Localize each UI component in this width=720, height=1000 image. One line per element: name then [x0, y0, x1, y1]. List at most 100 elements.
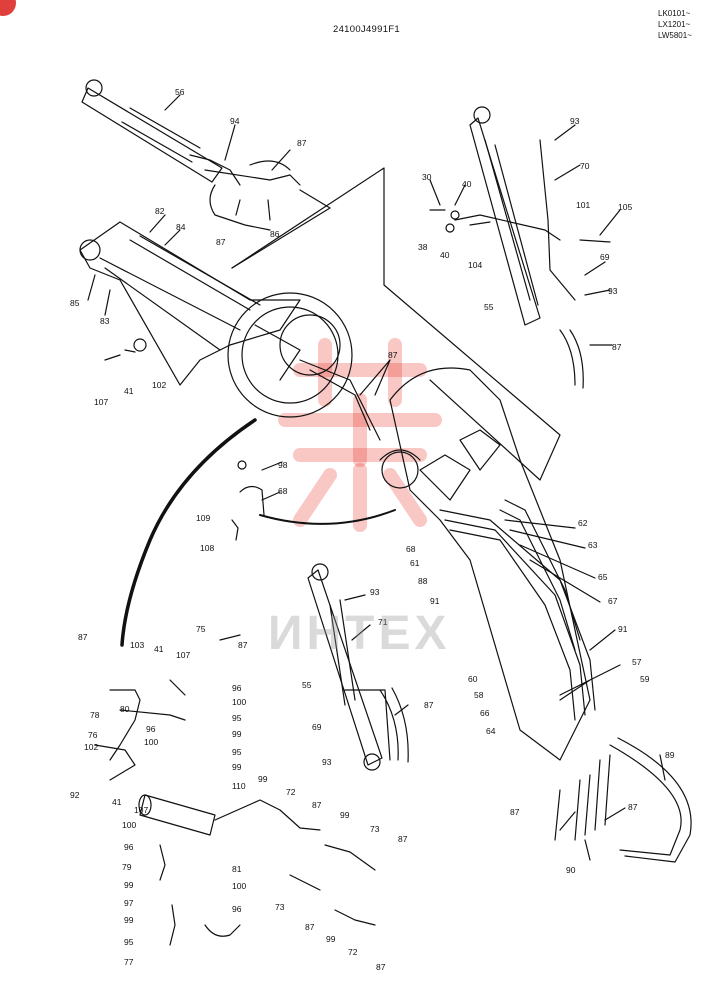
callout: 99 — [124, 915, 134, 925]
callout: 99 — [232, 762, 242, 772]
callout: 38 — [418, 242, 428, 252]
callout: 69 — [600, 252, 610, 262]
callout: 79 — [122, 862, 132, 872]
callout: 68 — [406, 544, 416, 554]
watermark-logo — [278, 338, 442, 532]
callout: 66 — [480, 708, 490, 718]
document-code: 24100J4991F1 — [333, 24, 400, 35]
callout: 41 — [112, 797, 122, 807]
callout: 90 — [566, 865, 576, 875]
callout: 99 — [232, 729, 242, 739]
callout: 107 — [176, 650, 190, 660]
callout: 86 — [270, 229, 280, 239]
callout: 69 — [312, 722, 322, 732]
callout: 99 — [340, 810, 350, 820]
callout: 65 — [598, 572, 608, 582]
watermark-text: ИНТЕХ — [268, 607, 451, 660]
callout: 87 — [312, 800, 322, 810]
callout: 73 — [275, 902, 285, 912]
callout: 55 — [302, 680, 312, 690]
callout: 59 — [640, 674, 650, 684]
callout: 96 — [146, 724, 156, 734]
callout: 87 — [612, 342, 622, 352]
callout: 92 — [70, 790, 80, 800]
serial-range: LX1201~ — [658, 20, 691, 29]
callout: 104 — [468, 260, 482, 270]
callout: 76 — [88, 730, 98, 740]
callout: 96 — [232, 683, 242, 693]
callout: 87 — [216, 237, 226, 247]
callout: 71 — [378, 617, 388, 627]
callout: 97 — [124, 898, 134, 908]
serial-range: LW5801~ — [658, 31, 692, 40]
callout: 77 — [124, 957, 134, 967]
drawing-lines — [79, 79, 692, 946]
callout: 88 — [418, 576, 428, 586]
callout: 102 — [84, 742, 98, 752]
callout: 87 — [305, 922, 315, 932]
callout: 108 — [200, 543, 214, 553]
callout: 105 — [618, 202, 632, 212]
callout: 95 — [232, 747, 242, 757]
callout: 87 — [510, 807, 520, 817]
callout: 60 — [468, 674, 478, 684]
callout: 40 — [462, 179, 472, 189]
callout: 95 — [232, 713, 242, 723]
callout: 55 — [484, 302, 494, 312]
serial-range-list: LK0101~ LX1201~ LW5801~ — [658, 8, 716, 41]
callout: 87 — [424, 700, 434, 710]
callout: 95 — [124, 937, 134, 947]
callout: 30 — [422, 172, 432, 182]
callout: 103 — [130, 640, 144, 650]
callout: 107 — [134, 805, 148, 815]
callout: 41 — [124, 386, 134, 396]
callout: 56 — [175, 87, 185, 97]
callout: 94 — [230, 116, 240, 126]
callout: 80 — [120, 704, 130, 714]
callout: 58 — [474, 690, 484, 700]
callout: 81 — [232, 864, 242, 874]
callout: 96 — [232, 904, 242, 914]
callout: 98 — [278, 460, 288, 470]
callout: 62 — [578, 518, 588, 528]
callout: 87 — [238, 640, 248, 650]
callout-labels: 56 94 87 86 87 82 84 85 83 107 41 102 93… — [70, 87, 675, 972]
callout: 102 — [152, 380, 166, 390]
callout: 63 — [588, 540, 598, 550]
callout: 100 — [232, 697, 246, 707]
callout: 82 — [155, 206, 165, 216]
callout: 109 — [196, 513, 210, 523]
callout: 99 — [124, 880, 134, 890]
callout: 93 — [370, 587, 380, 597]
callout: 99 — [258, 774, 268, 784]
callout: 110 — [232, 781, 246, 791]
callout: 93 — [322, 757, 332, 767]
callout: 87 — [376, 962, 386, 972]
callout: 96 — [124, 842, 134, 852]
callout: 91 — [618, 624, 628, 634]
callout: 84 — [176, 222, 186, 232]
callout: 91 — [430, 596, 440, 606]
callout: 83 — [100, 316, 110, 326]
callout: 100 — [122, 820, 136, 830]
callout: 87 — [297, 138, 307, 148]
callout: 89 — [665, 750, 675, 760]
callout: 70 — [580, 161, 590, 171]
callout: 93 — [608, 286, 618, 296]
callout: 87 — [388, 350, 398, 360]
callout: 101 — [576, 200, 590, 210]
callout: 87 — [78, 632, 88, 642]
callout: 107 — [94, 397, 108, 407]
callout: 87 — [398, 834, 408, 844]
callout: 75 — [196, 624, 206, 634]
callout: 72 — [348, 947, 358, 957]
serial-range: LK0101~ — [658, 9, 691, 18]
callout: 72 — [286, 787, 296, 797]
callout: 40 — [440, 250, 450, 260]
callout: 73 — [370, 824, 380, 834]
callout: 61 — [410, 558, 420, 568]
callout: 93 — [570, 116, 580, 126]
callout: 85 — [70, 298, 80, 308]
callout: 67 — [608, 596, 618, 606]
